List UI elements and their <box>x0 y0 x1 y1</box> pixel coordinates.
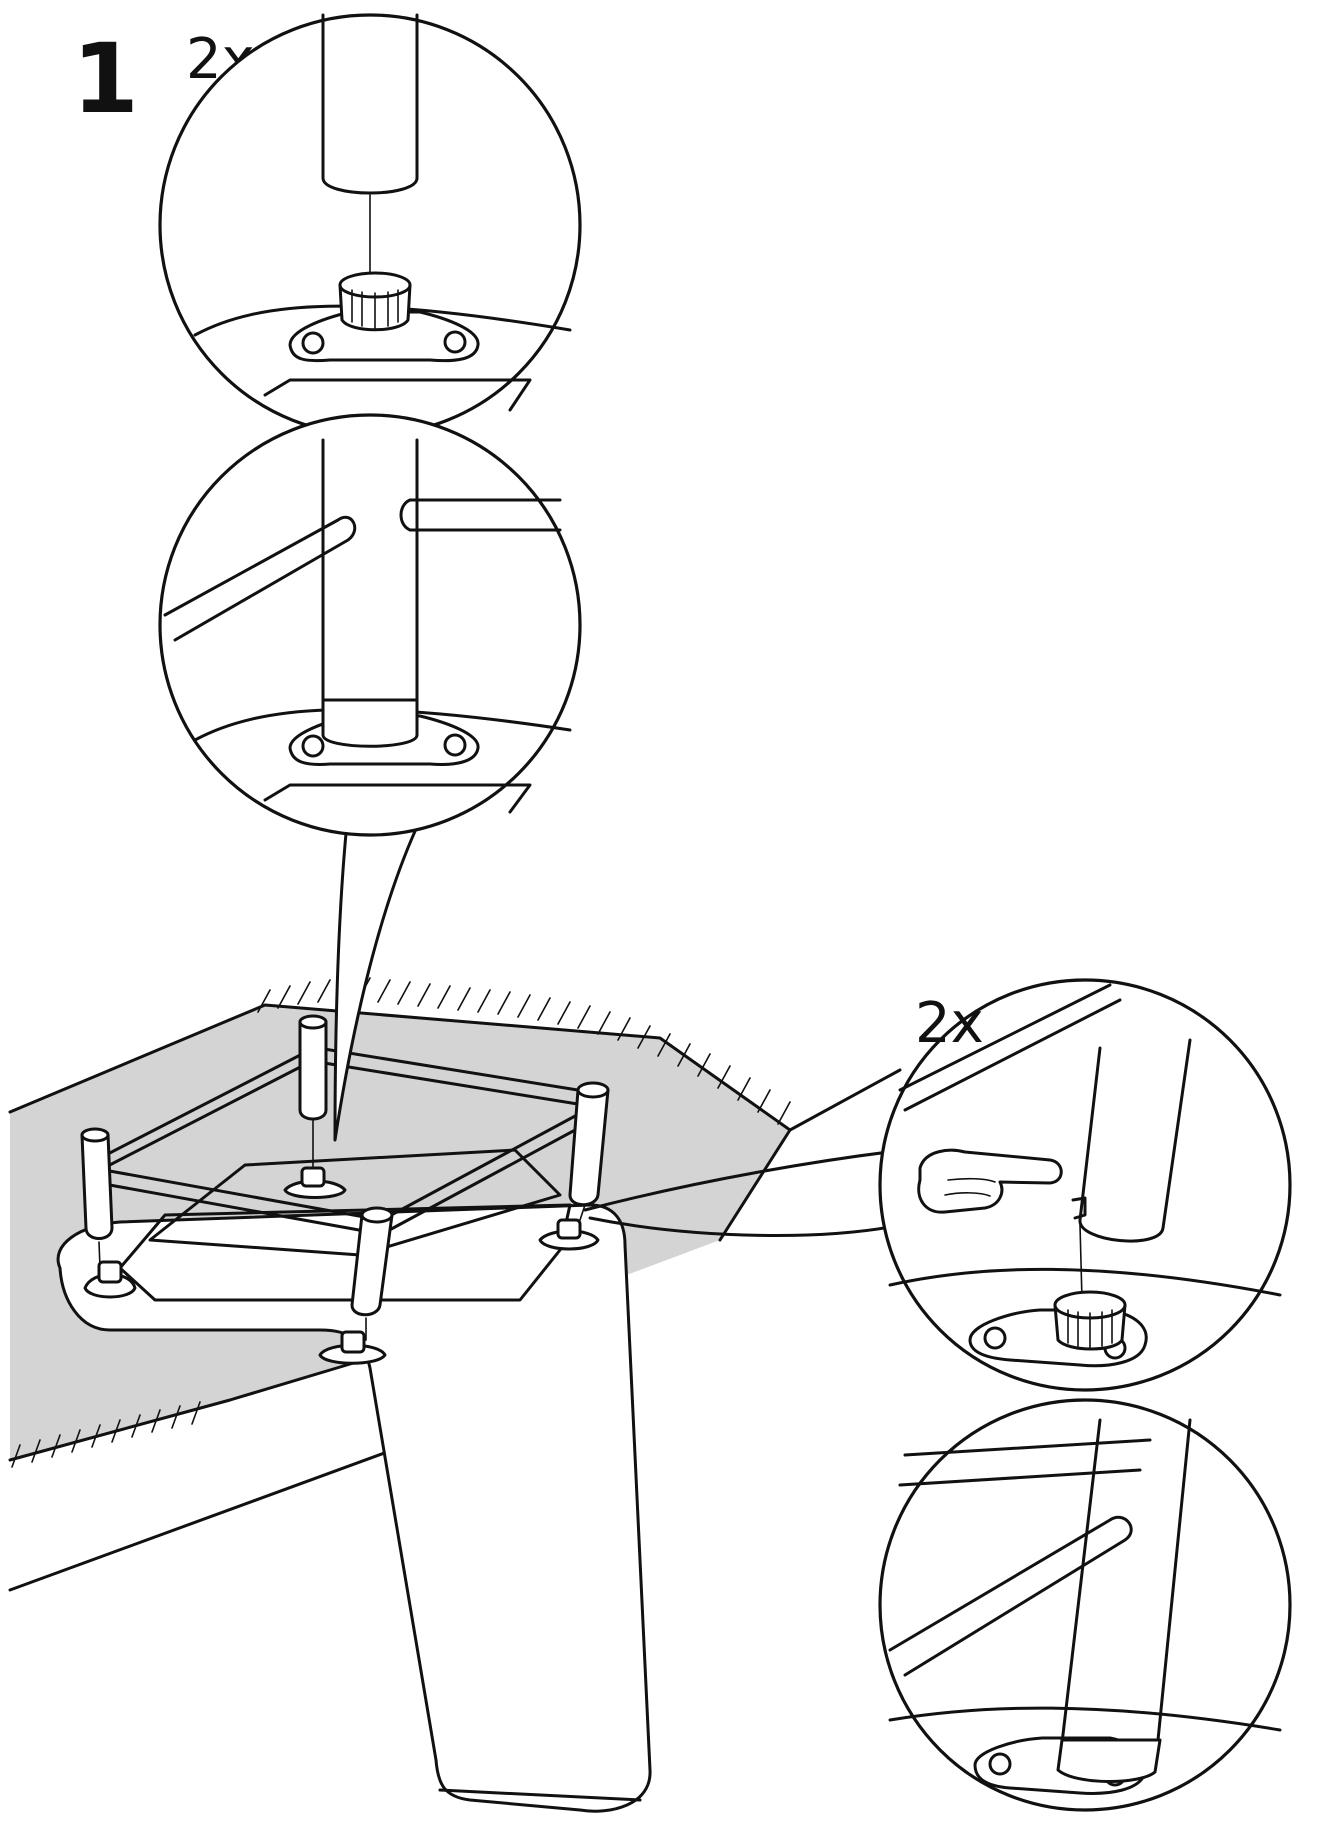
mount-bracket-center <box>283 1166 347 1199</box>
mount-bracket-right <box>538 1218 600 1251</box>
rug-fringe-bottom <box>11 1401 201 1468</box>
frame-post-front-left <box>80 1127 114 1240</box>
mount-bracket-front-left <box>83 1260 137 1299</box>
step-number: 1 <box>72 23 139 135</box>
rug-fringe-top <box>257 977 791 1125</box>
frame-post-back-right <box>568 1081 610 1207</box>
detail-circle-right-1 <box>878 978 1292 1392</box>
callout-pointer-right <box>583 1148 907 1237</box>
callout-pointer-top <box>333 793 427 1142</box>
base-recess-outline <box>148 1148 562 1257</box>
pointing-hand-icon <box>917 1148 1063 1214</box>
detail-circle-right-2 <box>878 1398 1292 1812</box>
detail-circle-top-1 <box>158 13 582 437</box>
leg-frame <box>80 1014 610 1317</box>
frame-post-front-right <box>350 1206 394 1317</box>
right-callout-count: 2x <box>915 991 984 1056</box>
mount-bracket-front-right <box>318 1330 387 1365</box>
guide-lines <box>98 1119 586 1341</box>
detail-circle-top-2 <box>158 413 582 837</box>
frame-post-back-left <box>298 1014 328 1121</box>
